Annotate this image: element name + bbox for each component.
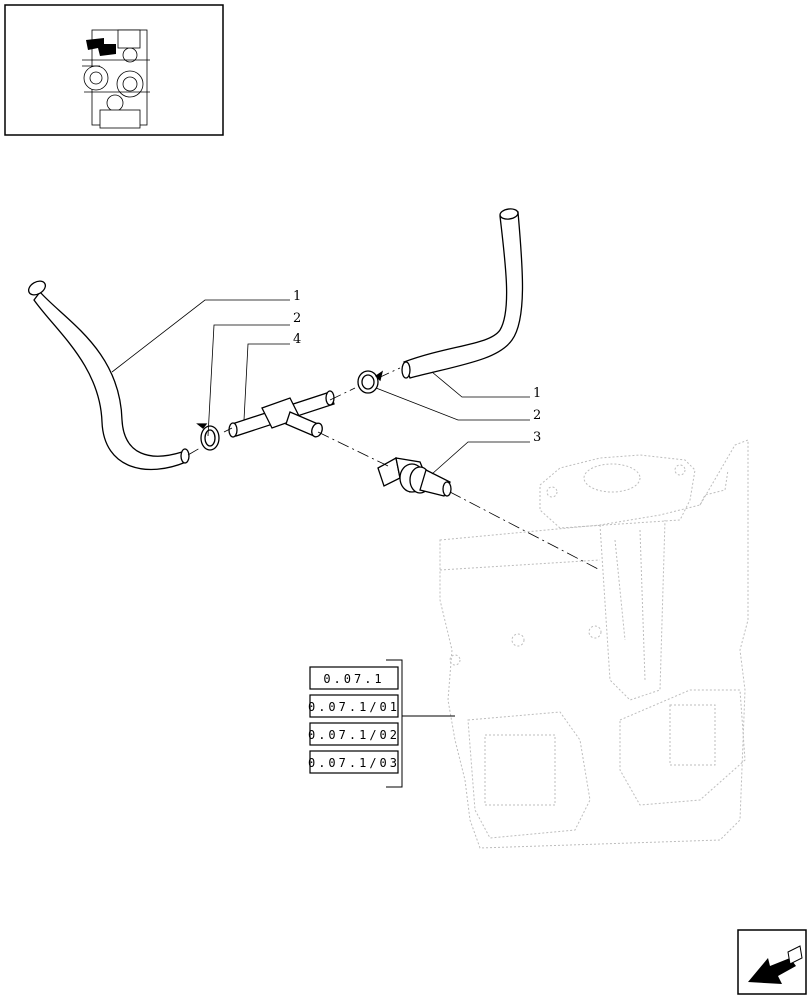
- reference-box-2[interactable]: 0.07.1/01: [308, 694, 400, 718]
- left-hose-clamp[interactable]: [196, 423, 220, 451]
- svg-text:0.07.1/03: 0.07.1/03: [308, 756, 400, 770]
- callout-left-4: 4: [293, 332, 301, 347]
- assembly-axis: [187, 367, 601, 571]
- arrow-icon: [748, 945, 803, 984]
- svg-text:0.07.1/02: 0.07.1/02: [308, 728, 400, 742]
- right-hose-clamp[interactable]: [357, 370, 384, 394]
- tee-fitting[interactable]: [228, 390, 335, 438]
- callout-left-2: 2: [293, 311, 301, 326]
- next-page-button[interactable]: [737, 929, 807, 995]
- callout-right-2: 2: [533, 408, 541, 423]
- engine-block-outline: [439, 439, 749, 849]
- reference-box-4[interactable]: 0.07.1/03: [308, 750, 400, 774]
- location-marker: [86, 38, 116, 56]
- temperature-sensor[interactable]: [377, 456, 452, 497]
- engine-thumbnail[interactable]: [4, 4, 224, 136]
- reference-box-3[interactable]: 0.07.1/02: [308, 722, 400, 746]
- left-hose[interactable]: [26, 278, 190, 471]
- callout-right-3: 3: [533, 430, 541, 445]
- callout-left-1: 1: [293, 289, 301, 304]
- reference-box-1[interactable]: 0.07.1: [309, 666, 399, 690]
- callout-labels: 1 2 4 1 2 3: [293, 289, 541, 445]
- callout-right-1: 1: [533, 386, 541, 401]
- svg-text:0.07.1: 0.07.1: [323, 672, 384, 686]
- svg-text:0.07.1/01: 0.07.1/01: [308, 700, 400, 714]
- right-hose[interactable]: [401, 208, 524, 379]
- leader-lines: [111, 299, 530, 475]
- reference-list: 0.07.1 0.07.1/01 0.07.1/02 0.07.1/03: [308, 659, 455, 788]
